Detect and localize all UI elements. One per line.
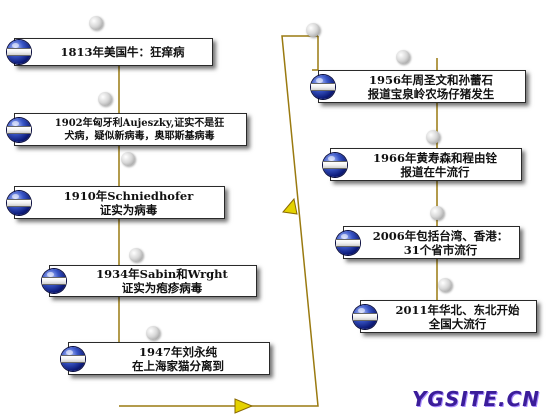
timeline-event-1956: 1956年周圣文和孙蕾石 报道宝泉岭农场仔猪发生 — [311, 70, 526, 103]
timeline-event-1813: 1813年美国牛：狂痒病 — [7, 38, 213, 66]
connector-pin — [396, 50, 410, 64]
timeline-event-1902: 1902年匈牙利Aujeszky,证实不是狂 犬病，疑似新病毒，奥耶斯基病毒 — [7, 113, 247, 146]
globe-icon — [7, 190, 31, 215]
event-label: 1902年匈牙利Aujeszky,证实不是狂 犬病，疑似新病毒，奥耶斯基病毒 — [54, 117, 225, 142]
globe-icon — [7, 40, 31, 64]
globe-icon — [336, 230, 360, 255]
globe-icon — [42, 269, 66, 293]
globe-icon — [61, 346, 85, 371]
flow-arrow-diagonal — [282, 197, 298, 215]
connector-pin — [98, 92, 112, 106]
globe-icon — [311, 74, 335, 99]
connector-pin — [89, 16, 103, 30]
connector-pin — [430, 206, 444, 220]
event-label: 1966年黄寿森和程由铨 报道在牛流行 — [372, 150, 497, 179]
event-label: 2011年华北、东北开始 全国大流行 — [395, 302, 520, 331]
connector-pin — [306, 23, 320, 37]
event-label: 1947年刘永纯 在上海家猫分离到 — [132, 344, 224, 373]
flow-arrow-bottom — [234, 398, 254, 414]
timeline-event-1947: 1947年刘永纯 在上海家猫分离到 — [61, 342, 270, 375]
connector-pin — [438, 278, 452, 292]
globe-icon — [7, 117, 31, 142]
event-label: 2006年包括台湾、香港： 31个省市流行 — [372, 228, 509, 257]
event-label: 1813年美国牛：狂痒病 — [60, 45, 185, 59]
site-watermark: YGSITE.CN — [411, 387, 540, 411]
connector-pin — [129, 248, 143, 262]
timeline-event-1910: 1910年Schniedhofer 证实为病毒 — [7, 186, 225, 219]
timeline-event-2006: 2006年包括台湾、香港： 31个省市流行 — [336, 226, 520, 259]
event-label: 1934年Sabin和Wrght 证实为疱疹病毒 — [96, 267, 228, 295]
event-label: 1956年周圣文和孙蕾石 报道宝泉岭农场仔猪发生 — [367, 72, 495, 101]
timeline-event-1966: 1966年黄寿森和程由铨 报道在牛流行 — [323, 148, 522, 181]
connector-pin — [426, 130, 440, 144]
timeline-event-1934: 1934年Sabin和Wrght 证实为疱疹病毒 — [42, 265, 257, 297]
connector-pin — [146, 326, 160, 340]
event-label: 1910年Schniedhofer 证实为病毒 — [63, 188, 194, 217]
connector-pin — [121, 152, 135, 166]
timeline-event-2011: 2011年华北、东北开始 全国大流行 — [353, 300, 537, 333]
globe-icon — [353, 304, 377, 329]
globe-icon — [323, 152, 347, 177]
